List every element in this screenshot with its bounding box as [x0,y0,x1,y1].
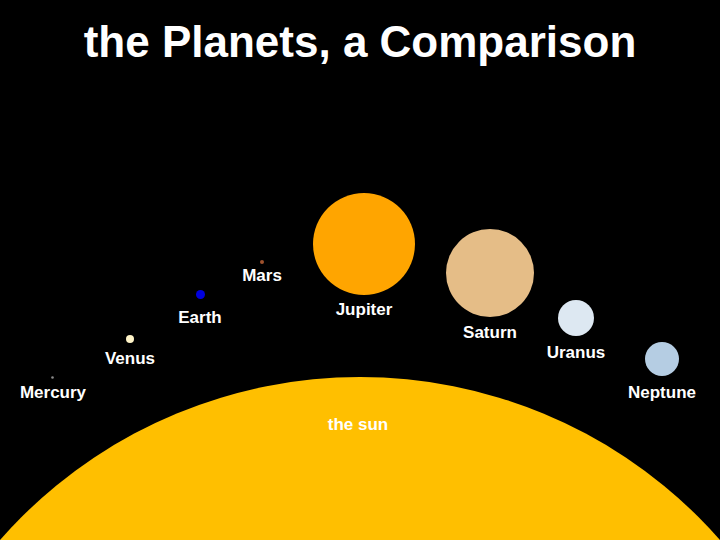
planet-label: Venus [101,349,159,369]
planet: Neptune [624,340,700,405]
planet-label: Mercury [16,383,90,403]
planet: Earth [174,288,225,331]
planet-label: Neptune [624,383,700,403]
planet-disc [125,334,135,344]
sun-body: the sun [0,377,720,540]
planet-disc [259,259,265,265]
planet: Saturn [442,227,538,345]
planet: Mars [238,258,286,288]
planet: Mercury [16,374,90,405]
sun-label: the sun [328,415,388,435]
planet: Venus [101,333,159,371]
planet-disc [195,289,206,300]
planet-label: Jupiter [309,300,419,320]
planet-label: Earth [174,308,225,328]
planet-disc [557,299,595,337]
planet-disc [445,228,535,318]
planet: Jupiter [309,191,419,322]
sun-shape [0,377,720,540]
title-text: the Planets, a Comparison [0,14,720,70]
planet-disc [644,341,680,377]
planet-disc [312,192,416,296]
planet-disc [50,375,55,380]
planet-label: Mars [238,266,286,286]
planet: Uranus [543,298,610,365]
planet-label: Uranus [543,343,610,363]
planet-label: Saturn [442,323,538,343]
